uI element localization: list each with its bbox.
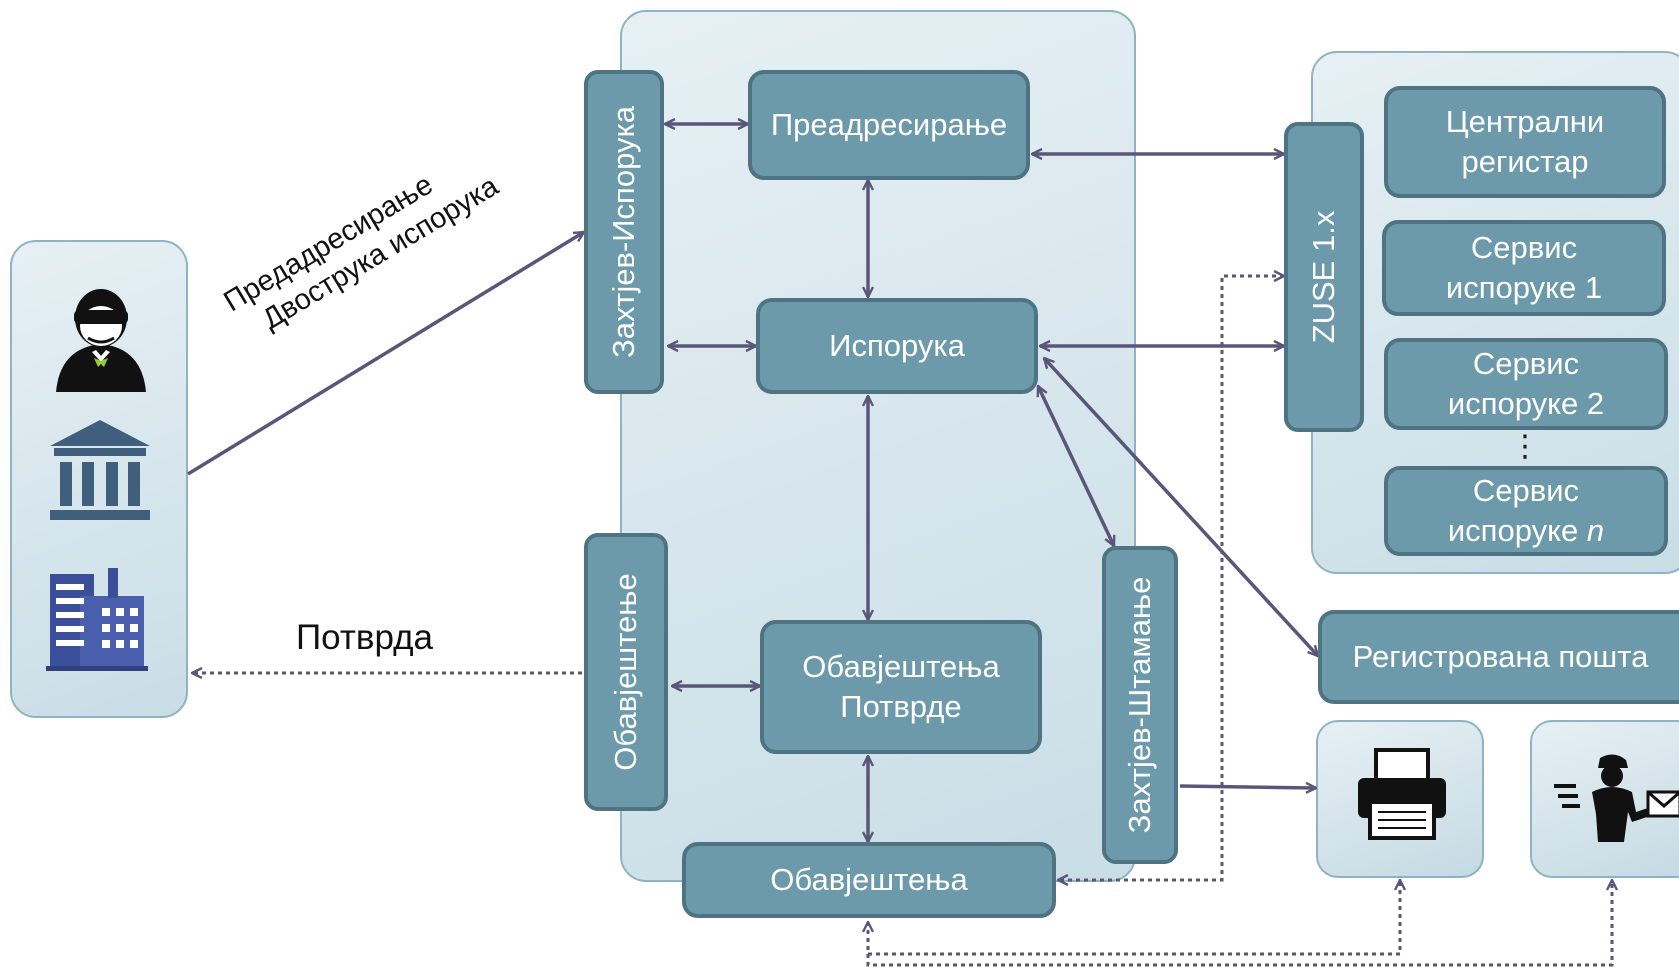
printer-tile bbox=[1316, 720, 1484, 878]
delivery-label: Испорука bbox=[829, 327, 965, 363]
zuse-label: ZUSE 1.x bbox=[1306, 210, 1341, 344]
delivery-service-n-prefix: испоруке bbox=[1447, 513, 1587, 548]
arrow-print-printer bbox=[1179, 786, 1316, 788]
delivery-service-1-box: Сервис испоруке 1 bbox=[1382, 220, 1666, 316]
notices-bottom-box: Обавјештења bbox=[682, 842, 1056, 918]
registered-mail-label: Регистрована пошта bbox=[1352, 638, 1649, 674]
delivery-service-2-box: Сервис испоруке 2 bbox=[1384, 338, 1668, 430]
central-register-line2: регистар bbox=[1461, 144, 1589, 179]
dotted-printer-branch bbox=[868, 880, 1400, 956]
institution-building-icon bbox=[46, 418, 154, 529]
printer-icon bbox=[1356, 748, 1448, 847]
readdressing-label: Преадресирање bbox=[770, 106, 1008, 142]
services-ellipsis: ⋮ bbox=[1510, 430, 1540, 463]
request-delivery-label: Захтјев-Испорука bbox=[606, 106, 641, 358]
central-register-box: Централни регистар bbox=[1384, 86, 1666, 198]
notice-label: Обавјештење bbox=[608, 573, 643, 771]
courier-icon bbox=[1552, 752, 1679, 849]
notices-confirmations-box: Обавјештења Потврде bbox=[760, 620, 1042, 754]
request-delivery-box: Захтјев-Испорука bbox=[584, 70, 664, 394]
delivery-box: Испорука bbox=[756, 298, 1038, 394]
delivery-service-n-index: n bbox=[1586, 513, 1605, 548]
request-print-label: Захтјев-Штамање bbox=[1122, 576, 1157, 834]
delivery-service-n-line1: Сервис bbox=[1472, 472, 1580, 508]
delivery-service-n-box: Сервис испоруке n bbox=[1384, 466, 1668, 556]
person-sunglasses-icon bbox=[54, 282, 148, 397]
delivery-service-1-line1: Сервис bbox=[1470, 229, 1578, 265]
confirmation-label: Потврда bbox=[296, 618, 434, 657]
arrow-delivery-print bbox=[1036, 386, 1116, 546]
delivery-service-1-line2: испоруке 1 bbox=[1445, 270, 1603, 305]
arrow-delivery-registered bbox=[1044, 358, 1318, 656]
notices-confirmations-line1: Обавјештења bbox=[802, 648, 1000, 684]
delivery-service-n-line2: испоруке n bbox=[1448, 511, 1604, 551]
request-print-box: Захтјев-Штамање bbox=[1102, 546, 1178, 864]
arrow-client-to-request bbox=[187, 230, 584, 476]
delivery-service-2-line2: испоруке 2 bbox=[1447, 386, 1605, 421]
delivery-service-2-line1: Сервис bbox=[1472, 345, 1580, 381]
readdressing-box: Преадресирање bbox=[748, 70, 1030, 180]
notices-bottom-label: Обавјештења bbox=[770, 861, 968, 897]
notice-box: Обавјештење bbox=[584, 533, 668, 811]
central-register-line1: Централни bbox=[1445, 103, 1605, 139]
zuse-box: ZUSE 1.x bbox=[1284, 122, 1364, 432]
office-building-icon bbox=[44, 560, 150, 677]
notices-confirmations-line2: Потврде bbox=[840, 689, 962, 724]
registered-mail-box: Регистрована пошта bbox=[1318, 610, 1679, 704]
